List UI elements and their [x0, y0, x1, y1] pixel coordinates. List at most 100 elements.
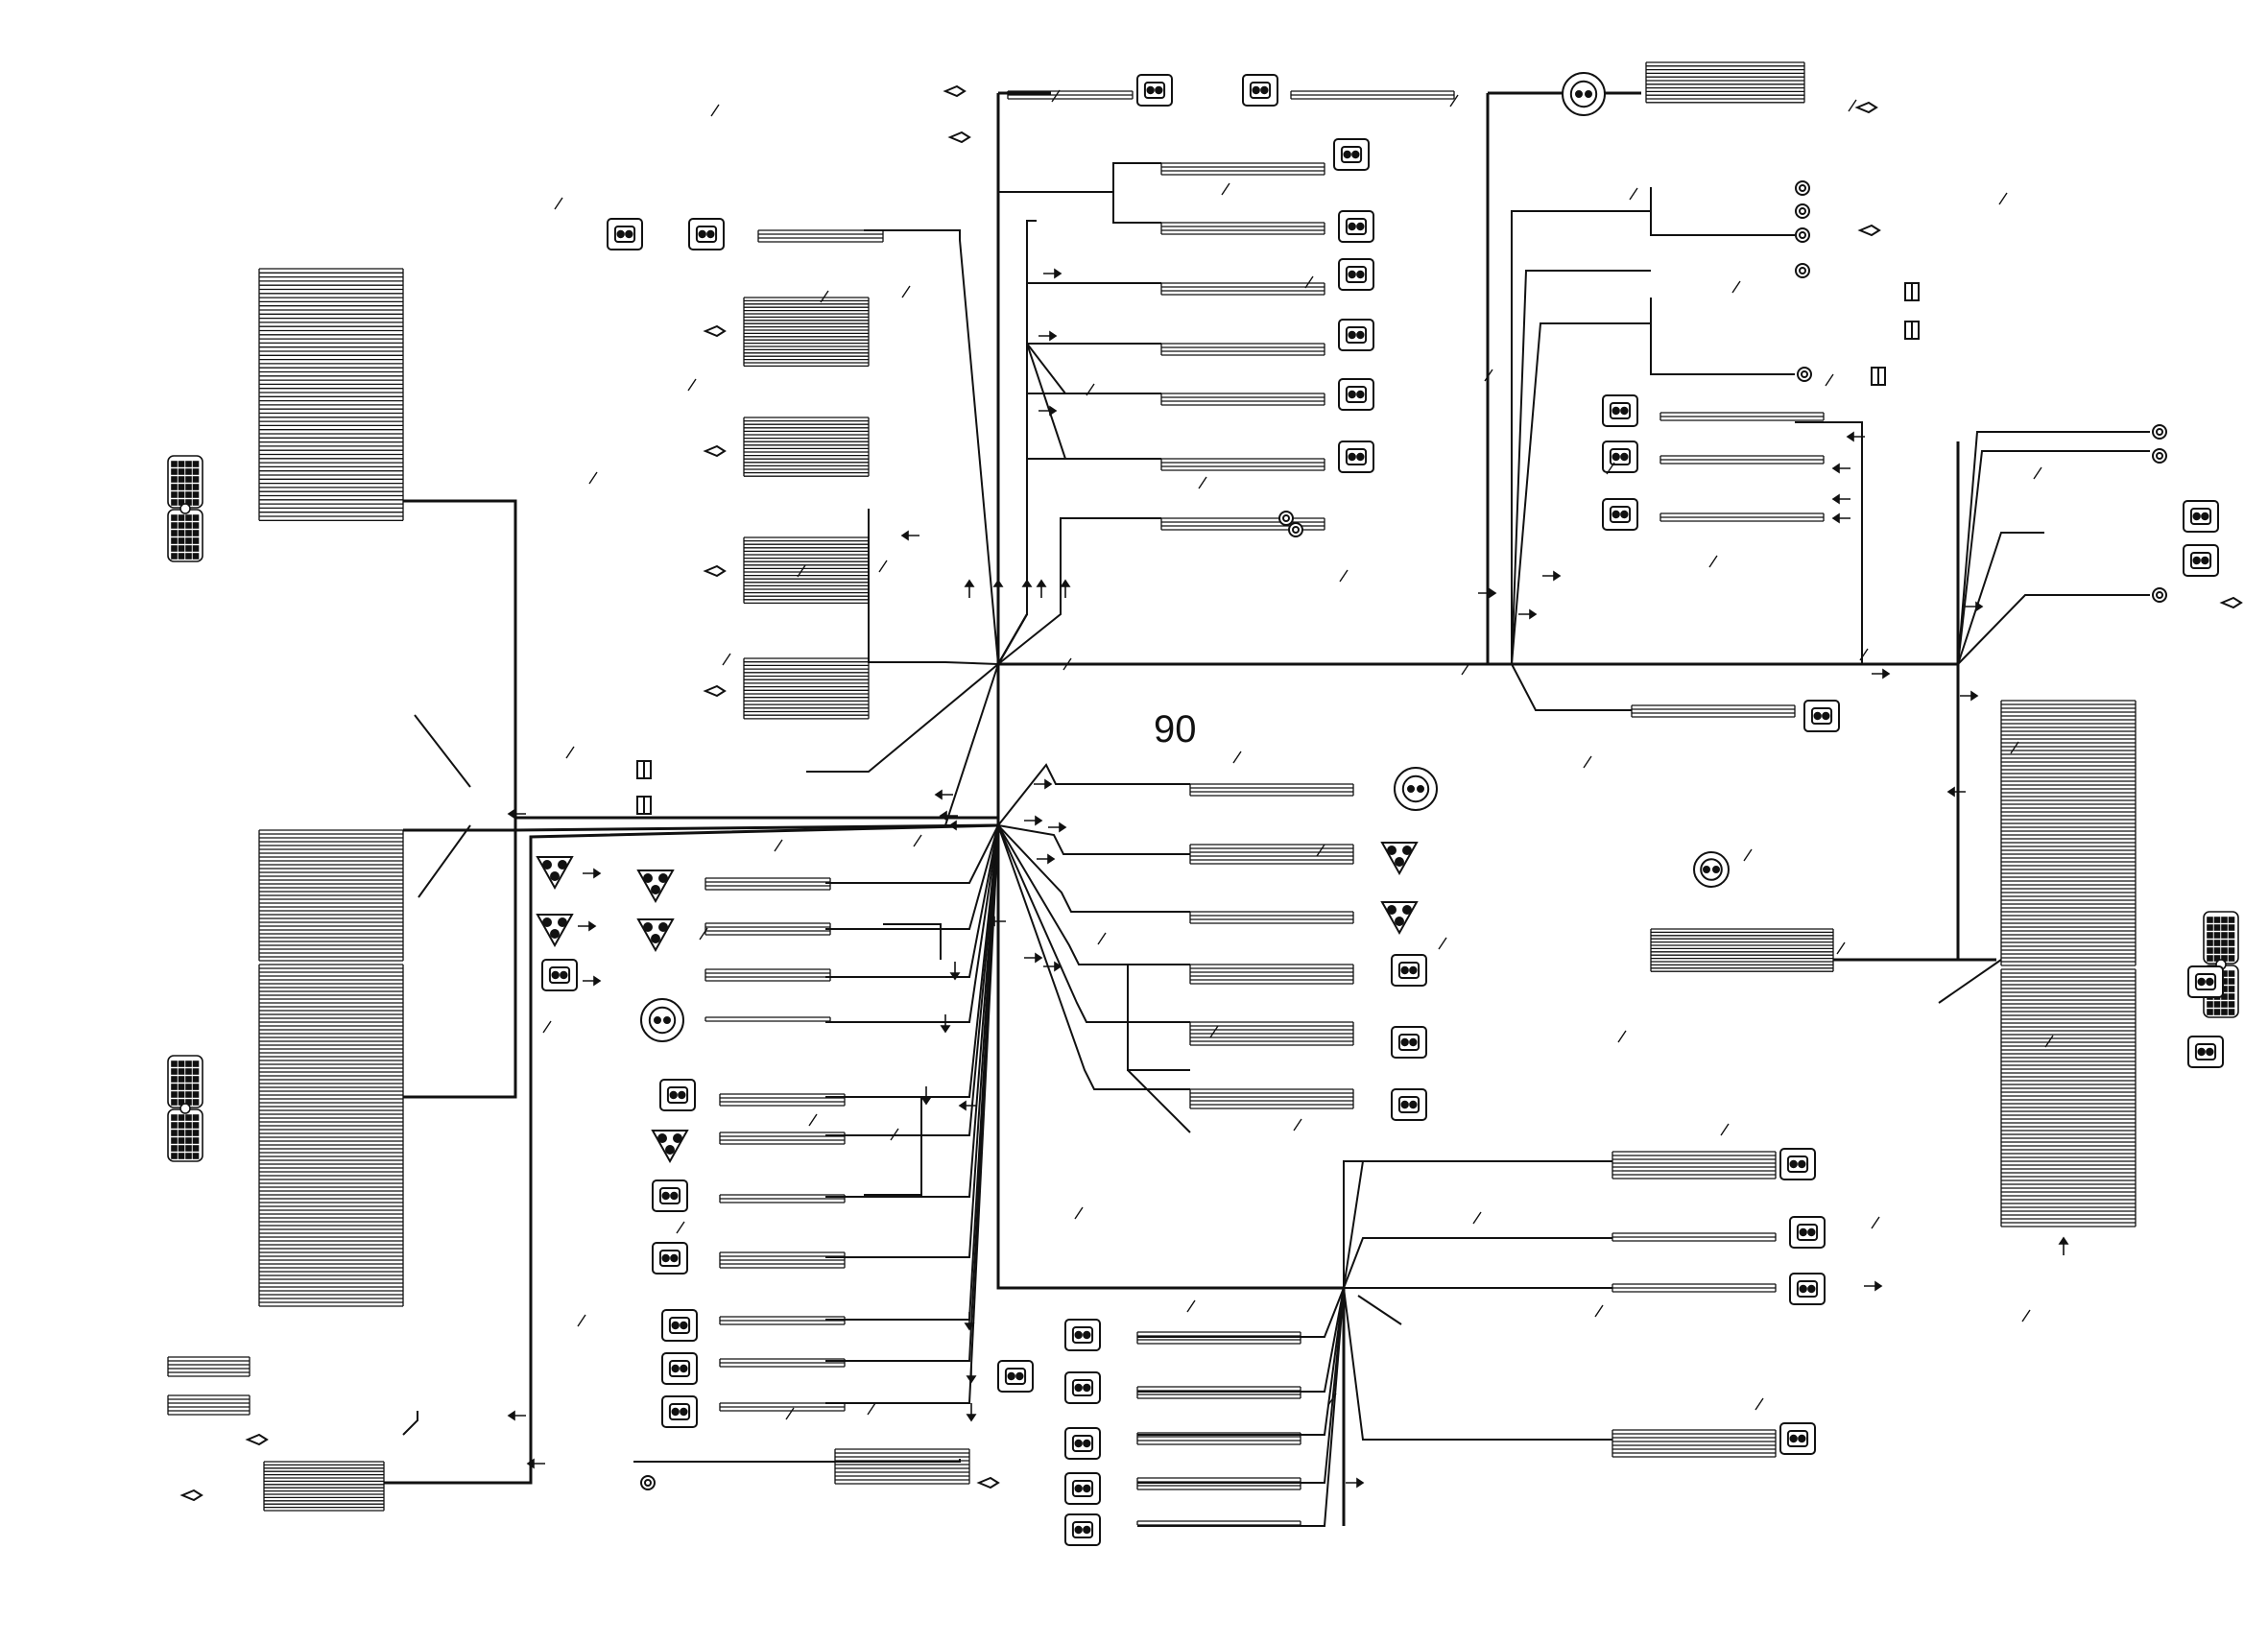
break-mark-icon [1836, 941, 1846, 955]
break-mark-icon [878, 560, 888, 573]
wire-bundle [1007, 90, 1134, 100]
pin [171, 491, 178, 498]
break-mark-icon [1327, 1393, 1337, 1406]
round-face [1569, 80, 1598, 108]
pin [558, 860, 567, 870]
pin [1798, 1159, 1806, 1169]
break-mark-icon [1074, 1206, 1084, 1220]
break-mark-icon [820, 290, 829, 303]
break-mark-icon [1594, 1304, 1604, 1318]
pin [1400, 965, 1409, 975]
terminal-block-icon [636, 760, 652, 779]
pin [1620, 452, 1629, 462]
triangle-connector-icon [636, 918, 675, 953]
small-bundle-1 [167, 1356, 251, 1377]
break-mark-icon [710, 104, 720, 117]
pin [171, 553, 178, 560]
pin [673, 1133, 682, 1143]
pin [1387, 905, 1397, 915]
connector-icon [661, 1309, 698, 1342]
break-mark-icon [1316, 844, 1325, 857]
latch [179, 503, 191, 514]
branch-line [868, 509, 999, 665]
ground-lug-icon [179, 1489, 203, 1502]
arrow-head [939, 810, 947, 822]
connector-icon [2183, 544, 2219, 577]
arrow-icon [1946, 786, 1966, 798]
pin [192, 461, 200, 467]
pin [185, 1145, 192, 1152]
wire-bundle [1659, 455, 1825, 465]
ring-hole [1799, 231, 1806, 239]
arrow-head [593, 868, 602, 879]
lug [2219, 596, 2243, 609]
pin [171, 499, 178, 506]
arrow-icon [958, 1100, 977, 1111]
pin [178, 1076, 185, 1083]
arrow-head [1874, 1280, 1883, 1292]
ring-terminal-icon [640, 1475, 656, 1490]
ring-terminal-icon [1797, 367, 1812, 382]
pin-bundle-3 [743, 536, 870, 605]
pin [1348, 390, 1356, 399]
ground-lug-icon [1854, 101, 1878, 114]
branch-line [1511, 210, 1651, 664]
branch-line [864, 229, 999, 665]
pin [192, 537, 200, 544]
arrow-head [1356, 1477, 1365, 1489]
connector-icon [2187, 1036, 2224, 1068]
pin [178, 484, 185, 490]
break-mark-icon [699, 927, 708, 941]
connector-icon [1338, 378, 1374, 411]
arrow-icon [1036, 579, 1047, 598]
pin [1407, 785, 1415, 793]
pin [2221, 924, 2228, 931]
branch-line [997, 282, 1161, 665]
left-trunk-line [403, 499, 517, 830]
arrow-icon [1960, 690, 1979, 702]
branch-line [418, 824, 471, 898]
right-ecu-bundle-a [2000, 700, 2137, 966]
lug [947, 131, 971, 144]
terminal-block-icon [1871, 367, 1886, 386]
connector-icon [1391, 1088, 1427, 1121]
pin [1146, 85, 1155, 95]
arrow-head [1846, 431, 1854, 442]
connector-icon [1338, 319, 1374, 351]
break-mark-icon [1859, 648, 1869, 661]
break-mark-icon [1339, 569, 1349, 583]
wire-bundle [1659, 512, 1825, 522]
right-ecu-bundle-b [2000, 968, 2137, 1227]
lug [703, 684, 727, 698]
branch-line [825, 824, 999, 1098]
break-mark-icon [1606, 462, 1615, 475]
pin [1799, 1284, 1807, 1294]
branch-line [825, 824, 999, 1023]
lug [245, 1433, 269, 1446]
branch-line [997, 343, 1161, 665]
connector-icon [607, 218, 643, 250]
pin [1356, 270, 1365, 279]
pin [1611, 406, 1620, 416]
arrow-head [949, 972, 961, 981]
connector-icon [688, 218, 725, 250]
pin [2213, 1009, 2221, 1015]
arrow-icon [1518, 608, 1538, 620]
branch-line [1127, 965, 1190, 1071]
arrow-icon [1831, 493, 1850, 505]
ring-hole [1282, 514, 1290, 522]
arrow-head [1047, 853, 1056, 865]
break-mark-icon [1583, 755, 1592, 769]
pin [185, 1114, 192, 1121]
pin [178, 1114, 185, 1121]
branch-line [997, 220, 1037, 665]
triangle-connector-icon [636, 870, 675, 904]
triangle-connector-icon [1380, 842, 1419, 876]
pin [560, 970, 568, 980]
branch-line [1357, 1295, 1402, 1325]
pin [2213, 917, 2221, 923]
branch-line [1137, 1287, 1345, 1436]
pin [2221, 947, 2228, 954]
connector-icon [1333, 138, 1370, 171]
pin [192, 545, 200, 552]
